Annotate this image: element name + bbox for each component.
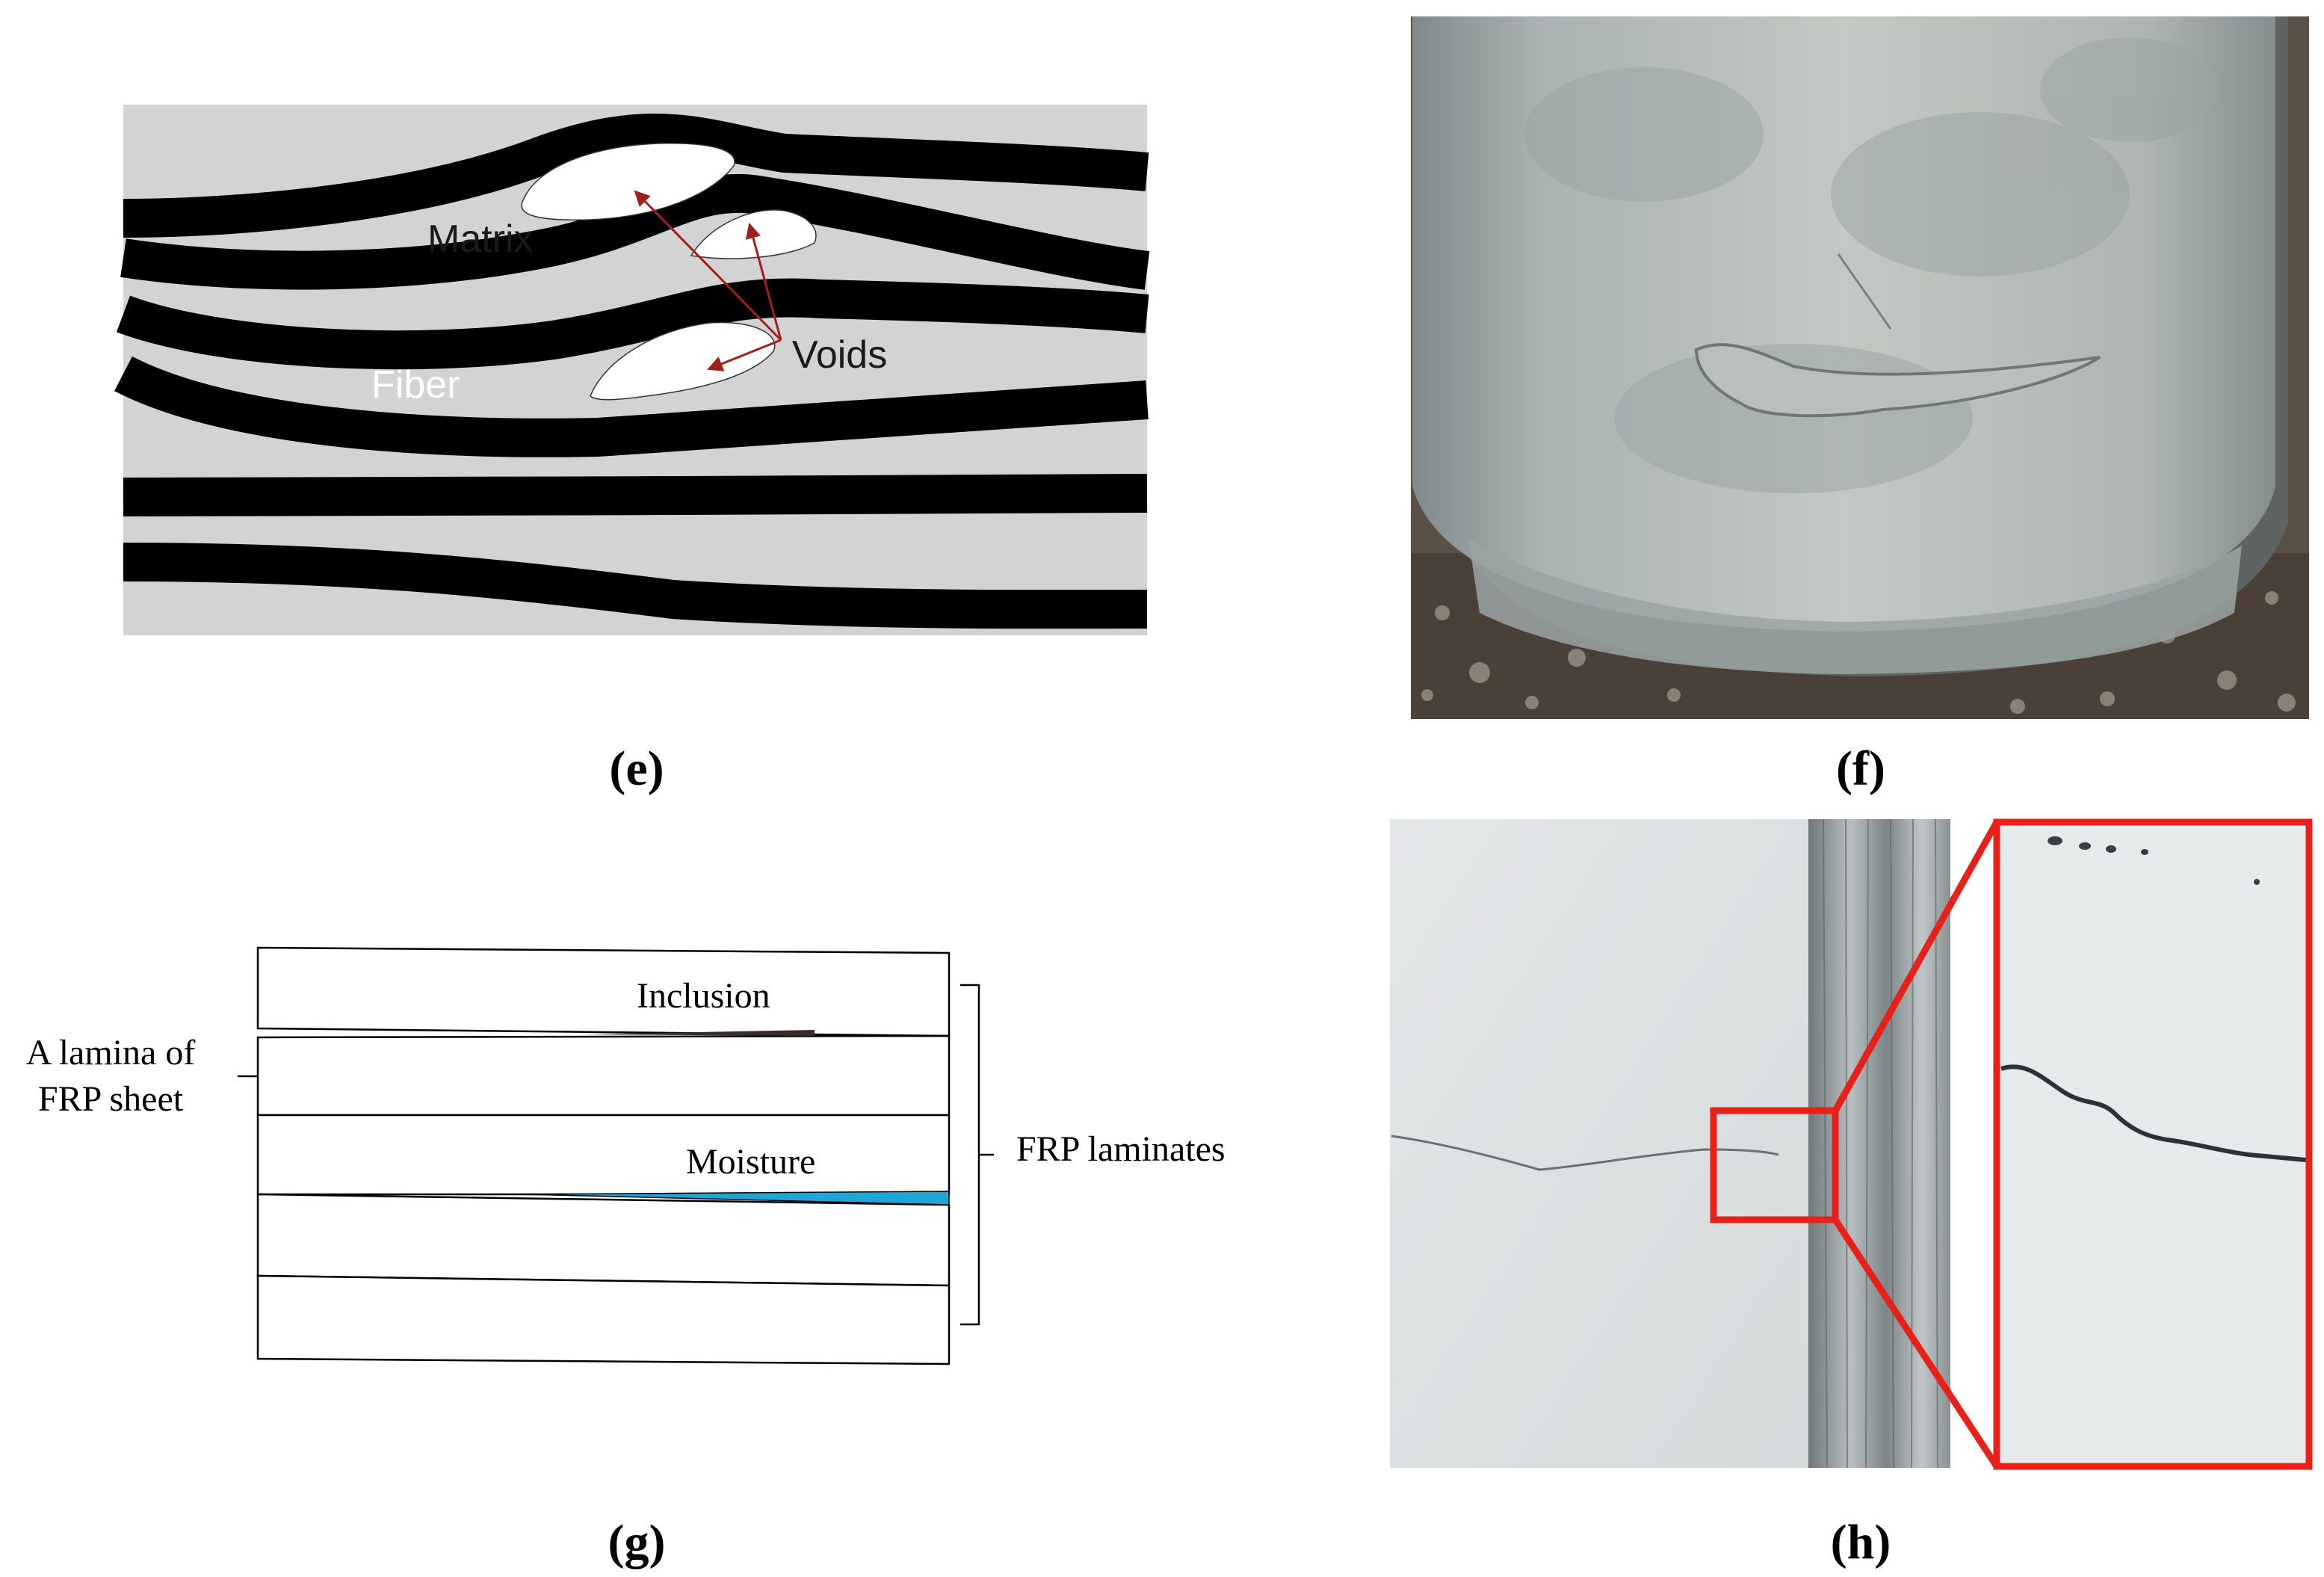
zoom-connector-top bbox=[1832, 820, 2000, 1113]
fiber-strand bbox=[114, 356, 1149, 457]
fiber-label: Fiber bbox=[371, 363, 460, 407]
lamina-layer bbox=[256, 1193, 951, 1287]
lamina-label-line1: A lamina of bbox=[26, 1033, 196, 1073]
panel-f-caption: (f) bbox=[1836, 741, 1885, 796]
panel-g-laminate-diagram bbox=[238, 946, 994, 1365]
surface-stains bbox=[1524, 37, 2219, 493]
void-arrow bbox=[634, 190, 782, 342]
lamina-layer bbox=[256, 1114, 951, 1196]
zoomed-pores bbox=[2048, 836, 2260, 885]
panel-e-fiber-voids-diagram: Matrix Fiber Voids bbox=[114, 105, 1150, 635]
zoom-detail-frame bbox=[1993, 818, 2313, 1470]
panel-f-wrapped-column-photo bbox=[1411, 16, 2309, 719]
frp-strip bbox=[1808, 819, 1950, 1468]
panel-g-caption: (g) bbox=[608, 1515, 666, 1570]
inclusion-label: Inclusion bbox=[637, 976, 770, 1016]
lamina-layer bbox=[256, 946, 951, 1037]
void-shape bbox=[521, 143, 735, 221]
fiber-strand bbox=[123, 543, 1148, 629]
zoom-detail-background bbox=[1950, 819, 1997, 1468]
void-shape bbox=[590, 321, 776, 401]
panel-h-crack-photo bbox=[1390, 818, 2313, 1470]
column-lower-band bbox=[1468, 538, 2242, 674]
laminates-label: FRP laminates bbox=[1016, 1129, 1226, 1169]
panel-e-caption: (e) bbox=[609, 741, 664, 796]
fiber-strand bbox=[123, 114, 1149, 238]
concrete-surface bbox=[1390, 819, 1808, 1468]
voids bbox=[521, 143, 817, 401]
hairline-crack bbox=[1391, 1135, 1779, 1171]
fiber-strand bbox=[123, 474, 1148, 516]
moisture-label: Moisture bbox=[686, 1142, 815, 1182]
fiber-strands bbox=[114, 114, 1150, 629]
voids-label: Voids bbox=[792, 333, 887, 377]
matrix-label: Matrix bbox=[427, 217, 534, 261]
inclusion-defect bbox=[583, 1030, 815, 1036]
void-arrow bbox=[707, 339, 782, 371]
void-arrow bbox=[745, 222, 782, 341]
moisture-defect bbox=[522, 1191, 950, 1206]
lamina-layer bbox=[256, 1034, 951, 1117]
void-arrows bbox=[634, 190, 782, 371]
crack-highlight-box bbox=[1710, 1107, 1839, 1223]
gravel-stones bbox=[1421, 591, 2296, 714]
zoom-highlight bbox=[1710, 818, 2313, 1470]
zoom-connector-bottom bbox=[1832, 1218, 2000, 1469]
lamina-layer bbox=[256, 1274, 951, 1365]
panel-h-caption: (h) bbox=[1831, 1515, 1891, 1570]
debonding-bulge bbox=[1694, 343, 2101, 418]
surface-scratch bbox=[1837, 253, 1892, 330]
zoomed-crack bbox=[2000, 1064, 2307, 1162]
laminates-bracket bbox=[960, 984, 980, 1326]
fiber-strand bbox=[116, 278, 1149, 370]
fiber-strand bbox=[120, 173, 1150, 290]
lamina-label-line2: FRP sheet bbox=[38, 1079, 184, 1119]
zoom-detail-image bbox=[1997, 822, 2309, 1466]
